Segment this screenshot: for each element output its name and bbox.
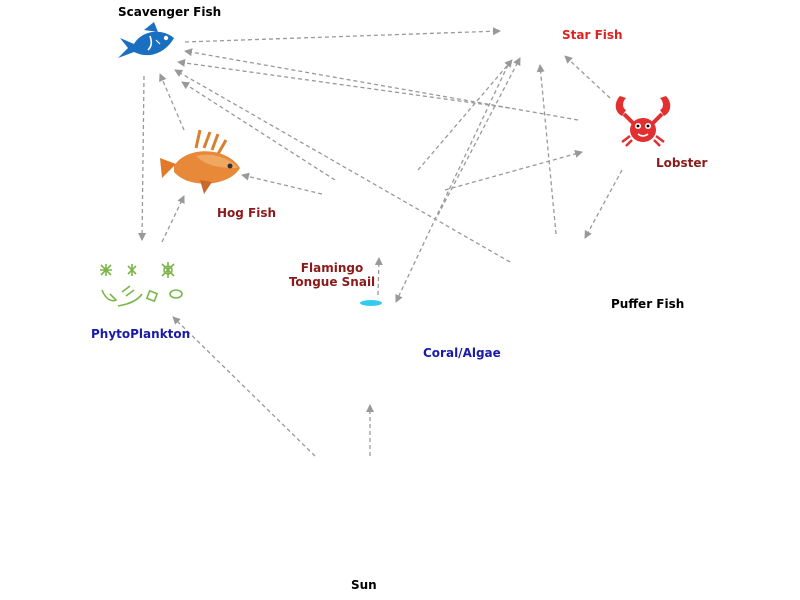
arrow-hogfish-to-scavenger <box>159 73 185 131</box>
arrow-puffer-to-starfish <box>536 64 557 235</box>
lobster-icon <box>615 96 671 147</box>
flamingo-snail-label-line2: Tongue Snail <box>288 275 376 289</box>
sun-label: Sun <box>351 578 377 592</box>
arrow-scavenger-to-phytoplankton <box>138 75 147 241</box>
arrow-snail-to-lobster <box>444 150 583 191</box>
scavenger-fish-label: Scavenger Fish <box>118 5 222 19</box>
arrow-snail-to-starfish <box>417 59 513 171</box>
hogfish-icon <box>160 129 240 194</box>
arrow-starfish-to-scavenger <box>177 58 511 109</box>
star-fish-label: Star Fish <box>562 28 623 42</box>
coral-algae-label: Coral/Algae <box>423 346 501 360</box>
flamingo-snail-label-line1: Flamingo <box>300 261 364 275</box>
arrow-phytoplankton-to-hogfish <box>161 195 185 243</box>
arrow-starfish-to-coral <box>395 64 509 303</box>
snail-icon <box>360 300 382 306</box>
phytoplankton-label: PhytoPlankton <box>91 327 191 341</box>
lobster-label: Lobster <box>656 156 708 170</box>
arrow-lobster-to-puffer <box>584 169 623 239</box>
arrow-snail-to-hogfish <box>241 172 323 195</box>
arrow-snail-to-scavenger <box>181 81 336 181</box>
arrow-scavenger-to-starfish <box>184 27 501 43</box>
puffer-fish-label: Puffer Fish <box>611 297 685 311</box>
fish-icon <box>118 22 174 58</box>
arrow-lobster-to-scavenger <box>184 48 579 121</box>
arrow-puffer-to-scavenger <box>174 69 511 263</box>
arrow-coral-to-starfish <box>437 57 521 216</box>
arrow-lobster-to-starfish <box>564 55 611 99</box>
arrow-coral-to-snail <box>374 257 383 296</box>
arrow-sun-to-phytoplankton <box>172 316 316 457</box>
flamingo-snail-label: Flamingo Tongue Snail <box>280 261 384 289</box>
hog-fish-label: Hog Fish <box>217 206 277 220</box>
plankton-icon <box>100 262 183 307</box>
